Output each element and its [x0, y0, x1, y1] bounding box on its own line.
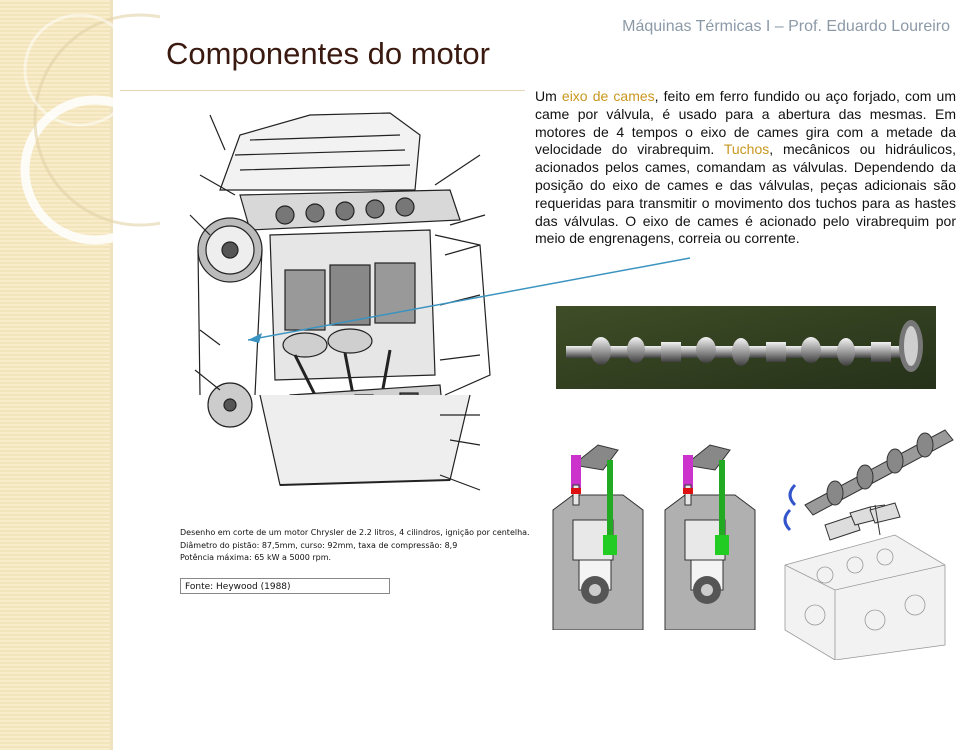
body-paragraph: Um eixo de cames, feito em ferro fundido…: [535, 88, 956, 248]
valve-mechanism-diagram-2: [664, 444, 756, 630]
tappets-term: Tuchos: [723, 141, 770, 158]
body-text-1: Um: [535, 88, 562, 104]
caption-line-1: Desenho em corte de um motor Chrysler de…: [180, 528, 530, 537]
camshaft-assembly-drawing: [783, 429, 954, 660]
camshaft-term: eixo de cames: [561, 88, 655, 104]
title-underline: [120, 90, 525, 91]
side-divider: [110, 0, 113, 750]
body-text-2: , feito em ferro fundido ou aço forjado,…: [535, 88, 956, 158]
engine-cutaway-illustration: [180, 95, 520, 510]
figure-caption: Desenho em corte de um motor Chrysler de…: [180, 527, 530, 565]
valve-mechanism-diagram-1: [552, 444, 644, 630]
camshaft-photo: [556, 306, 936, 389]
caption-line-3: Potência máxima: 65 kW a 5000 rpm.: [180, 553, 332, 562]
caption-line-2: Diâmetro do pistão: 87,5mm, curso: 92mm,…: [180, 540, 458, 550]
slide-title: Componentes do motor: [166, 36, 490, 71]
decorative-circles: [20, 13, 160, 245]
course-header: Máquinas Térmicas I – Prof. Eduardo Lour…: [622, 18, 950, 35]
body-text-3: , mecânicos ou hidráulicos, acionados pe…: [535, 141, 956, 247]
source-citation: Fonte: Heywood (1988): [180, 578, 390, 594]
